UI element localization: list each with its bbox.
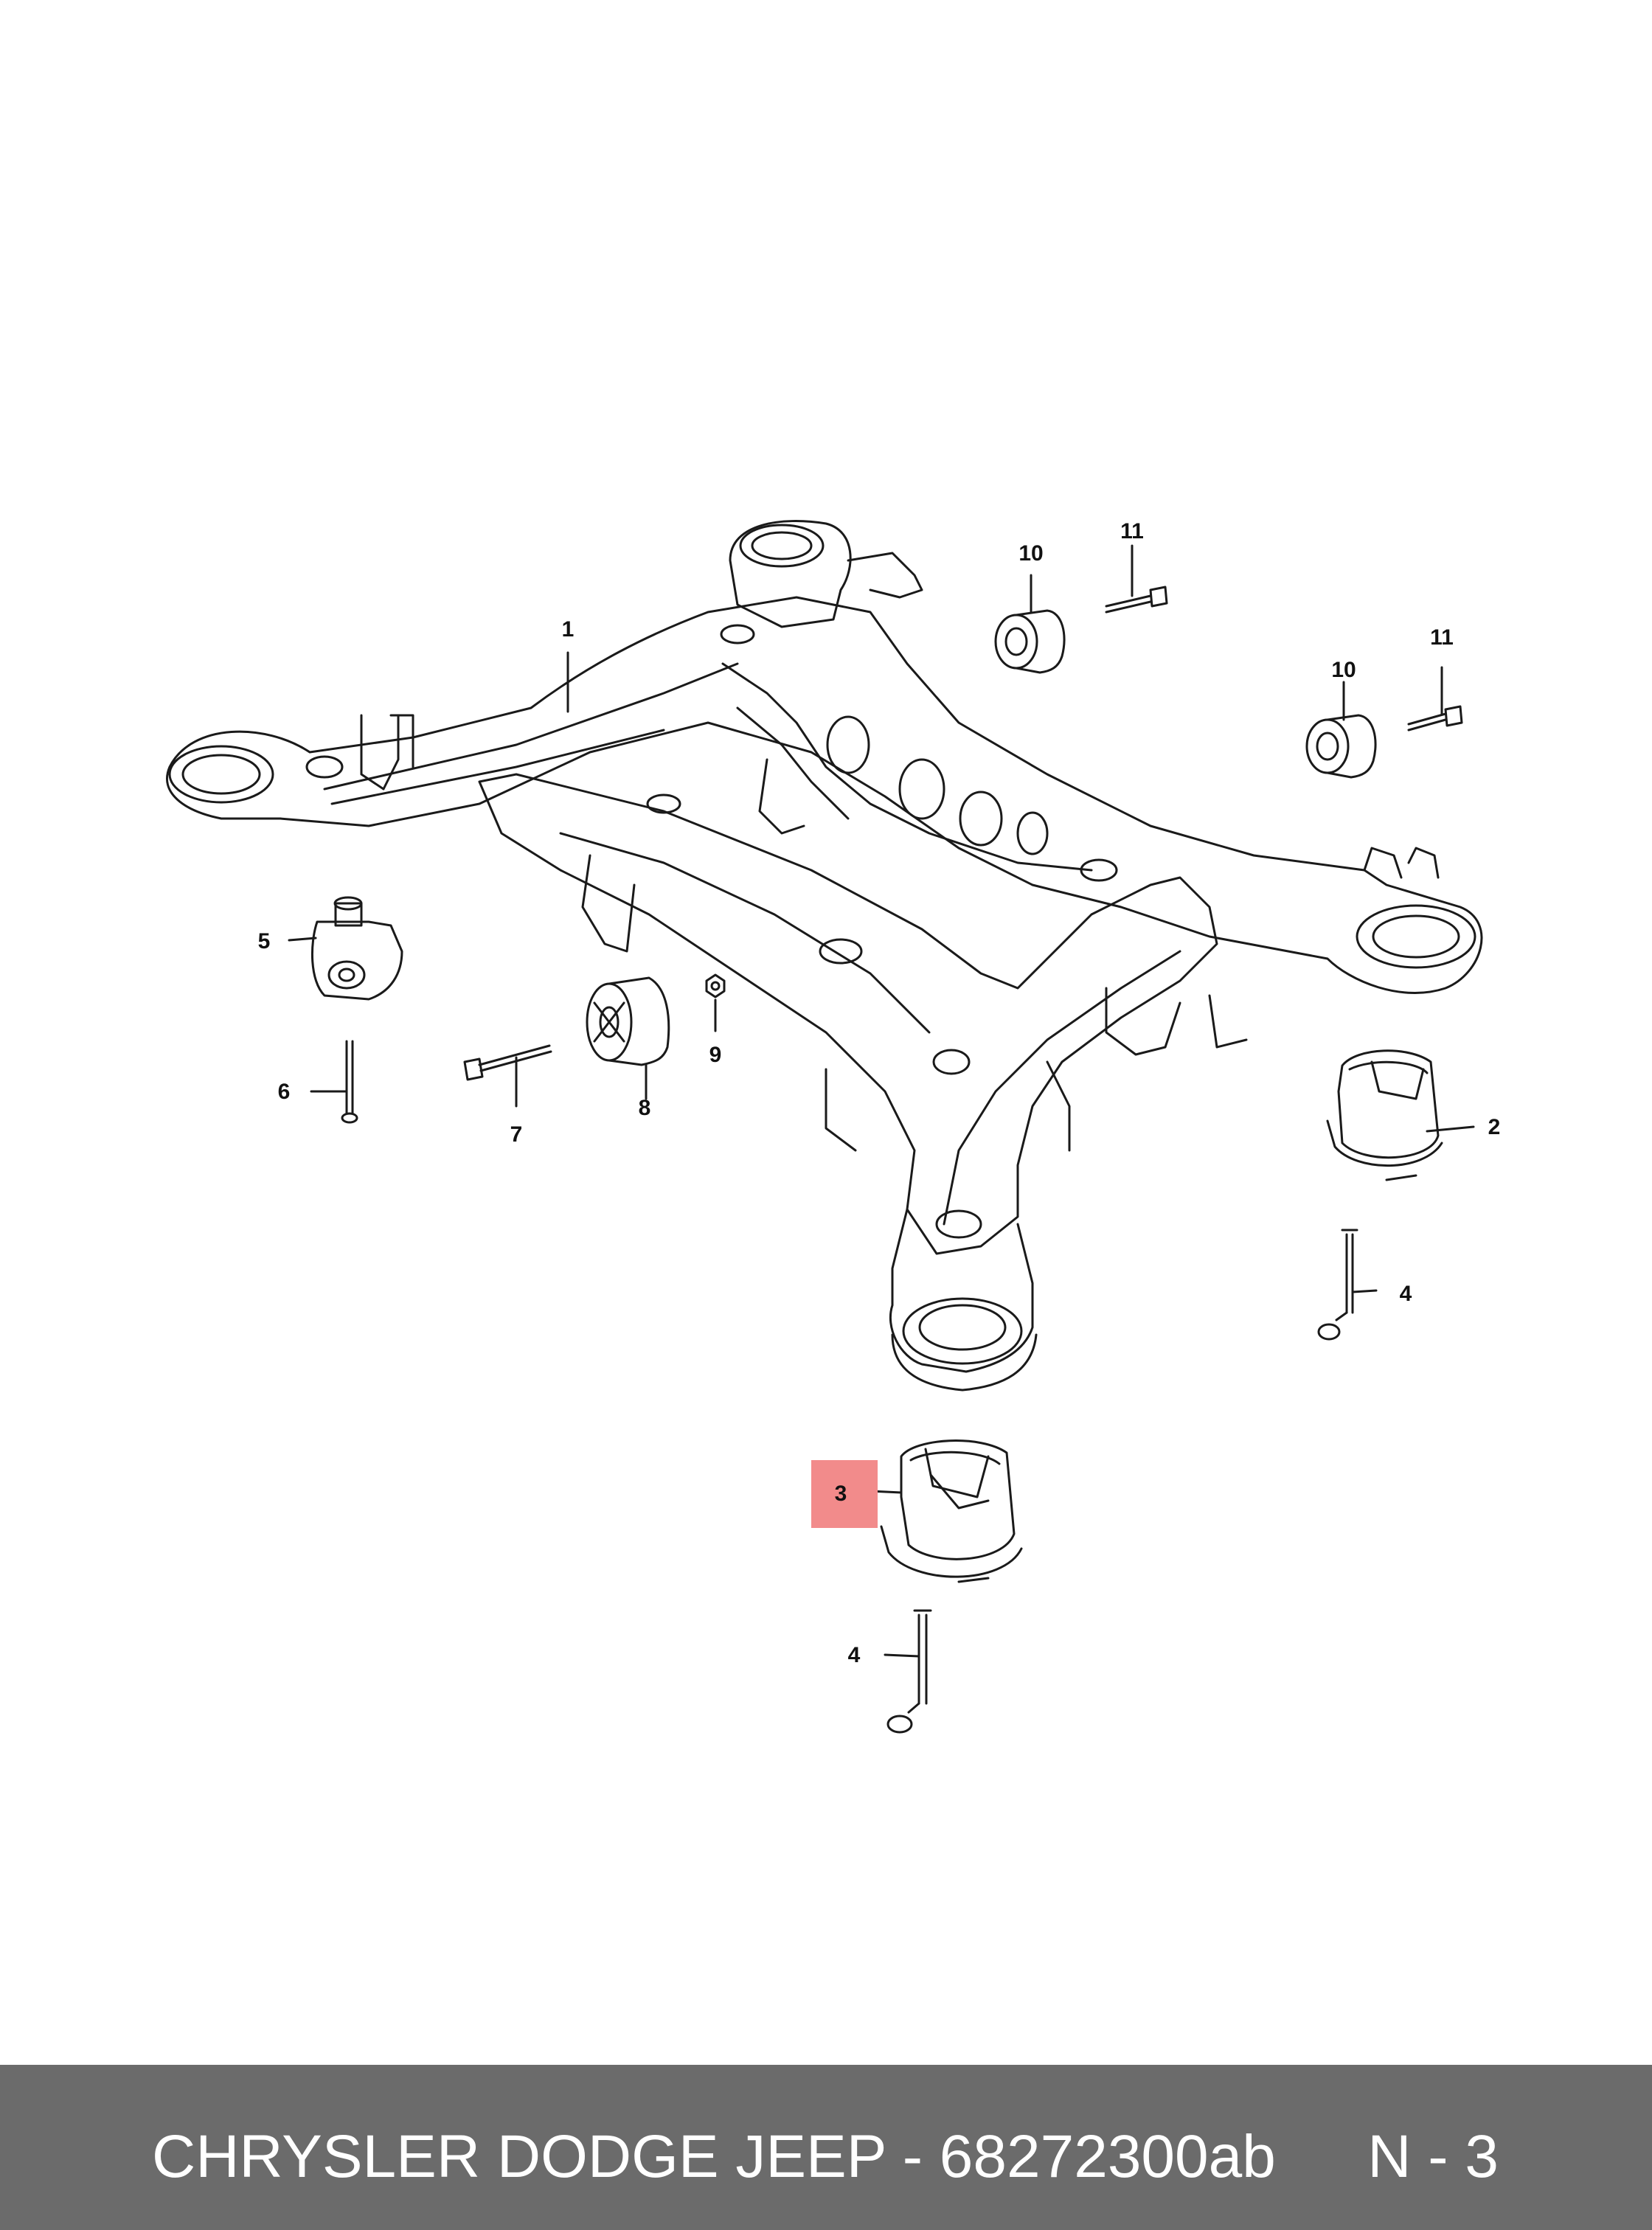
bolt-part-7 [463,1044,552,1081]
bolt-part-4-lower [886,1609,932,1734]
bushing-part-2 [1326,1049,1443,1181]
parts-diagram: 1 10 11 10 11 5 6 7 8 9 2 4 3 4 [166,519,1501,1734]
callout-4-right[interactable]: 4 [1400,1282,1412,1306]
callout-8[interactable]: 8 [639,1096,651,1120]
nut-part-9 [705,973,726,998]
callout-5[interactable]: 5 [258,929,271,954]
bushing-part-8 [586,976,670,1066]
callout-11-lower[interactable]: 11 [1430,625,1454,650]
highlight-box-part-3 [811,1460,878,1528]
callout-11-upper[interactable]: 11 [1120,519,1144,543]
bushing-part-10-upper [994,609,1066,674]
callout-7[interactable]: 7 [510,1122,523,1147]
callout-10-upper[interactable]: 10 [1018,541,1043,566]
footer-brand-part-number: CHRYSLER DODGE JEEP - 68272300ab [152,2123,1276,2190]
callout-1[interactable]: 1 [562,617,575,642]
bolt-part-6 [341,1040,358,1124]
bolt-part-4-right [1317,1229,1358,1341]
subframe-part-1 [166,520,1483,1392]
callout-3[interactable]: 3 [835,1482,847,1506]
callout-4-lower[interactable]: 4 [848,1643,861,1667]
leader-lines [288,544,1475,1658]
callout-9[interactable]: 9 [709,1043,722,1067]
footer-reference-code: N - 3 [1367,2123,1499,2190]
callout-6[interactable]: 6 [278,1080,291,1104]
footer-bar: CHRYSLER DODGE JEEP - 68272300ab N - 3 [0,2065,1652,2230]
bolt-part-11-lower [1407,705,1463,732]
bushing-part-10-lower [1305,714,1377,779]
bushing-part-3 [880,1439,1023,1583]
mount-part-5 [311,896,403,1001]
callout-2[interactable]: 2 [1488,1115,1501,1139]
callout-10-lower[interactable]: 10 [1331,658,1356,682]
bolt-part-11-upper [1105,586,1168,614]
